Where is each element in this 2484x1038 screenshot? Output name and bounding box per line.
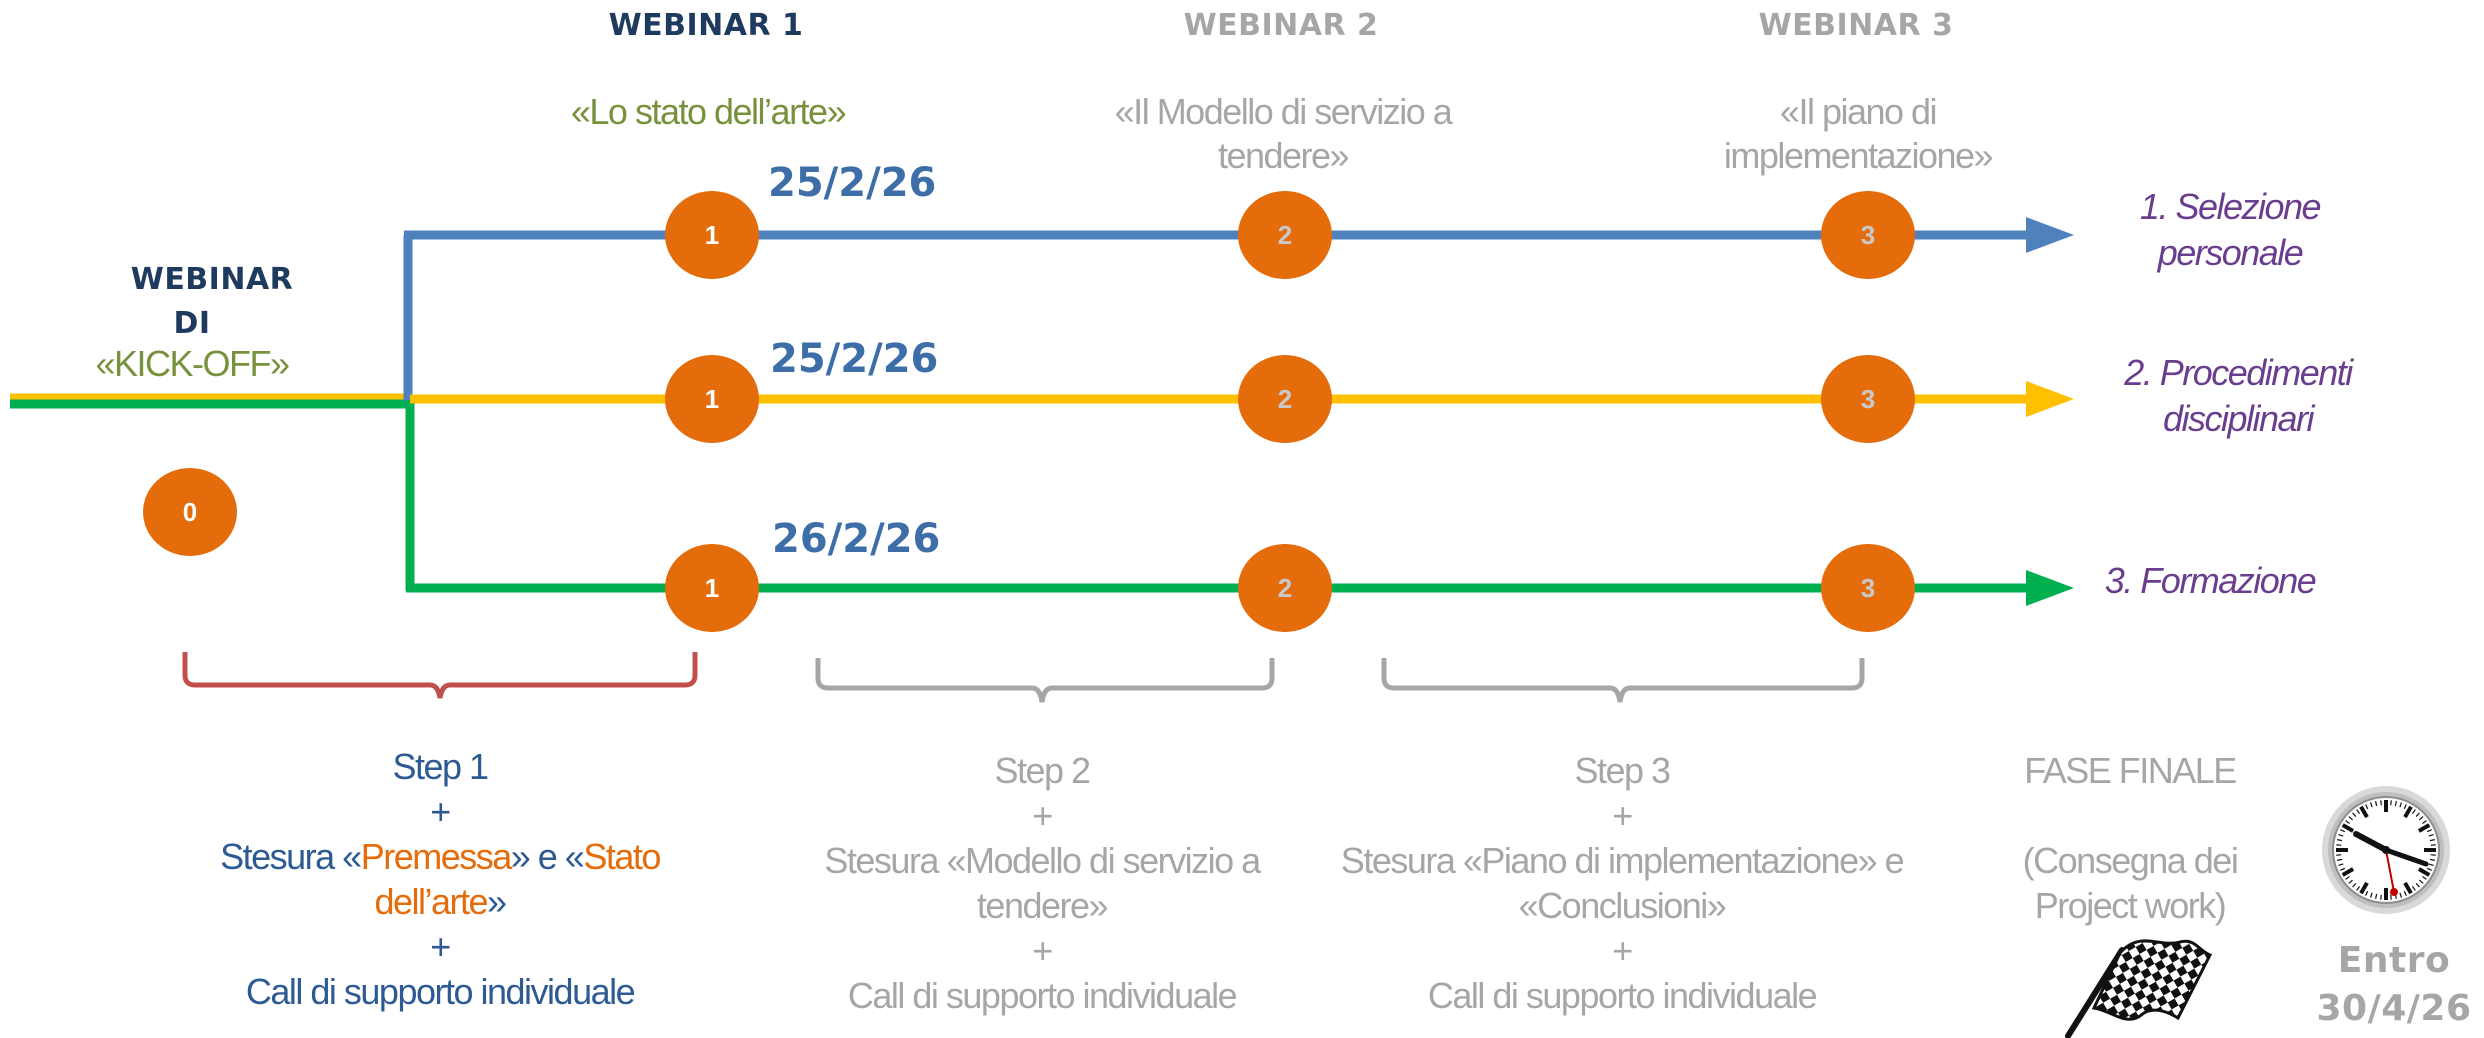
track-1-badge-2: 2: [1238, 191, 1332, 279]
step-1-desc-highlight-stato: Stato: [583, 836, 661, 877]
track-3-badge-2-circle: [1238, 544, 1332, 632]
track-1-badge-2-number: 2: [1278, 220, 1292, 250]
track-arrow-2: [2026, 381, 2074, 417]
track-2-date: 25/2/26: [770, 336, 939, 382]
brace-step-3: [1381, 658, 1865, 703]
webinar-2-subtitle-line1: «Il Modello di servizio a: [1114, 91, 1453, 132]
track-3-badge-3: 3: [1821, 544, 1915, 632]
track-2-outcome-line2: disciplinari: [2162, 398, 2315, 439]
step-1-plus-2: +: [430, 926, 451, 967]
step-3-plus-2: +: [1612, 930, 1633, 971]
track-3-outcome: 3. Formazione: [2104, 560, 2317, 601]
track-1-badge-3-number: 3: [1861, 220, 1875, 250]
track-2-badge-3-number: 3: [1861, 384, 1875, 414]
track-1-badge-1: 1: [665, 191, 759, 279]
step-1-desc-line2: dell’arte»: [220, 879, 660, 924]
step-1-desc-highlight-premessa: Premessa: [360, 836, 513, 877]
track-2-badge-1-circle: [665, 355, 759, 443]
step-1-desc-prefix: Stesura «: [220, 836, 362, 877]
step-3-plus-1: +: [1612, 795, 1633, 836]
step-1-desc-mid: » e «: [510, 836, 585, 877]
step-1-call: Call di supporto individuale: [245, 971, 636, 1012]
track-1-badge-3-circle: [1821, 191, 1915, 279]
track-1-badge-1-number: 1: [705, 220, 719, 250]
final-phase-block: FASE FINALE (Consegna dei Project work): [2022, 748, 2239, 928]
kickoff-label-line3: «KICK-OFF»: [95, 343, 290, 384]
webinar-3-subtitle-line2: implementazione»: [1723, 135, 1994, 176]
step-3-block: Step 3 + Stesura «Piano di implementazio…: [1340, 748, 1905, 1018]
step-2-desc-line1: Stesura «Modello di servizio a: [824, 840, 1261, 881]
track-2-badge-2-number: 2: [1278, 384, 1292, 414]
track-1-badge-2-circle: [1238, 191, 1332, 279]
final-phase-desc-line1: (Consegna dei: [2022, 840, 2239, 881]
track-arrow-1: [2026, 217, 2074, 253]
kickoff-badge: 0: [143, 468, 237, 556]
deadline-line1: Entro: [2337, 940, 2451, 981]
track-2-badge-1-number: 1: [705, 384, 719, 414]
track-1-badge-1-circle: [665, 191, 759, 279]
webinar-2-title: WEBINAR 2: [1183, 8, 1379, 43]
track-2-badge-3-circle: [1821, 355, 1915, 443]
track-1-date: 25/2/26: [768, 160, 937, 206]
track-3-badge-3-circle: [1821, 544, 1915, 632]
track-3-badge-1: 1: [665, 544, 759, 632]
deadline-line2: 30/4/26: [2316, 988, 2472, 1029]
final-phase-title: FASE FINALE: [2024, 750, 2237, 791]
step-2-block: Step 2 + Stesura «Modello di servizio a …: [824, 748, 1261, 1018]
track-arrow-3: [2026, 570, 2074, 606]
brace-step-2: [815, 658, 1275, 703]
step-1-desc-suffix: »: [487, 881, 507, 922]
step-3-call: Call di supporto individuale: [1427, 975, 1818, 1016]
final-phase-desc-line2: Project work): [2034, 885, 2227, 926]
step-3-desc-line2: «Conclusioni»: [1518, 885, 1727, 926]
kickoff-badge-circle: [143, 468, 237, 556]
checkered-flag-icon: [2065, 939, 2213, 1038]
step-1-title: Step 1: [392, 746, 489, 787]
track-3-badge-2-number: 2: [1278, 573, 1292, 603]
step-2-title: Step 2: [994, 750, 1091, 791]
track-1-outcome-line2: personale: [2157, 232, 2304, 273]
track-3-badge-3-number: 3: [1861, 573, 1875, 603]
step-2-desc-line2: tendere»: [976, 885, 1109, 926]
brace-step-1: [182, 652, 698, 699]
track-3-badge-2: 2: [1238, 544, 1332, 632]
step-2-plus-1: +: [1032, 795, 1053, 836]
webinar-3-title: WEBINAR 3: [1758, 8, 1954, 43]
track-3-date: 26/2/26: [772, 516, 941, 562]
track-3-badge-1-circle: [665, 544, 759, 632]
kickoff-label-line2: DI: [173, 306, 211, 341]
track-3-badge-1-number: 1: [705, 573, 719, 603]
station-clock-icon: [2322, 786, 2450, 914]
step-1-plus-1: +: [430, 791, 451, 832]
track-1-outcome-line1: 1. Selezione: [2139, 186, 2322, 227]
track-2-badge-3: 3: [1821, 355, 1915, 443]
kickoff-label-line1: WEBINAR: [130, 262, 294, 297]
step-3-title: Step 3: [1574, 750, 1671, 791]
track-2-badge-2-circle: [1238, 355, 1332, 443]
step-1-block: Step 1 + Stesura «Premessa» e «Stato del…: [220, 744, 661, 1014]
step-1-desc-highlight-arte: dell’arte: [374, 881, 488, 922]
track-2-badge-1: 1: [665, 355, 759, 443]
step-3-desc-line1: Stesura «Piano di implementazione» e: [1340, 840, 1905, 881]
webinar-1-title: WEBINAR 1: [608, 8, 804, 43]
step-2-call: Call di supporto individuale: [847, 975, 1238, 1016]
webinar-2-subtitle-line2: tendere»: [1217, 135, 1350, 176]
webinar-1-subtitle: «Lo stato dell’arte»: [570, 91, 847, 132]
track-1-badge-3: 3: [1821, 191, 1915, 279]
kickoff-badge-number: 0: [183, 497, 197, 527]
step-2-plus-2: +: [1032, 930, 1053, 971]
webinar-3-subtitle-line1: «Il piano di: [1779, 91, 1938, 132]
step-1-desc-line1: Stesura «Premessa» e «Stato: [220, 834, 661, 879]
track-2-badge-2: 2: [1238, 355, 1332, 443]
track-2-outcome-line1: 2. Procedimenti: [2124, 352, 2353, 393]
